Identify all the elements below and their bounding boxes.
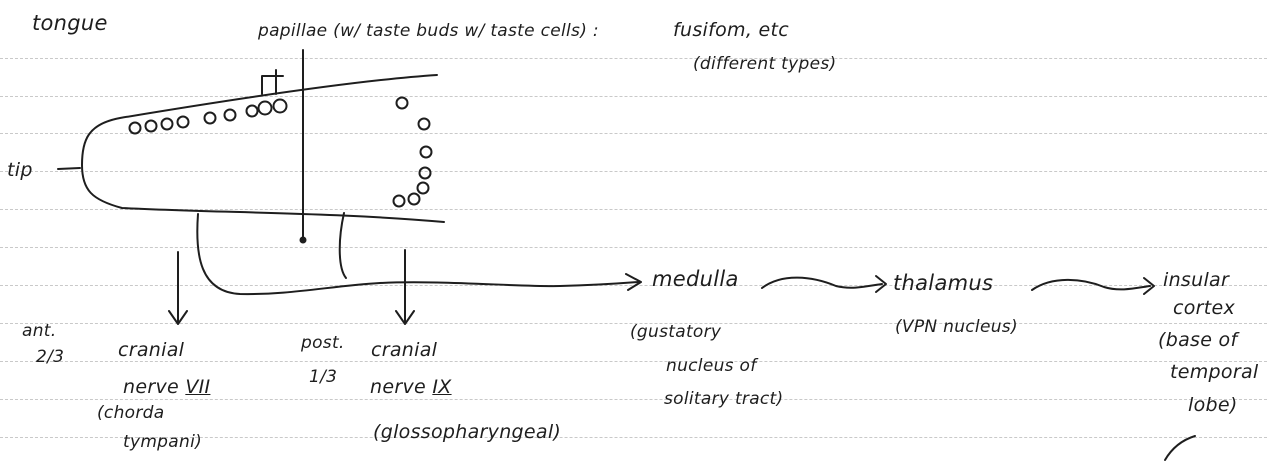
medulla-label: medulla xyxy=(652,267,739,291)
anterior-fraction-top: ant. xyxy=(22,321,57,341)
pen-mark xyxy=(1164,435,1196,461)
papilla-circle xyxy=(272,98,288,114)
papilla-circle xyxy=(418,166,432,180)
anterior-nerve-numeral: VII xyxy=(185,376,211,398)
anterior-nerve-line2: nerve VII xyxy=(123,377,210,398)
ruled-line xyxy=(0,209,1267,210)
anterior-nerve-prefix: nerve xyxy=(123,376,179,398)
arrow-thalamus-cortex xyxy=(1031,278,1151,291)
papilla-circle xyxy=(203,111,217,125)
cortex-label-1: insular xyxy=(1163,269,1230,291)
papilla-circle xyxy=(160,117,174,131)
papilla-circle xyxy=(128,121,142,135)
cortex-note-1: (base of xyxy=(1158,329,1238,351)
cortex-note-3: lobe) xyxy=(1188,394,1238,416)
divider-dot xyxy=(299,236,307,244)
papillae-types-note: (different types) xyxy=(693,54,837,74)
anterior-branch-line1: (chorda xyxy=(97,403,165,423)
papilla-circle xyxy=(144,119,158,133)
arrowhead xyxy=(875,275,887,293)
medulla-arrowhead xyxy=(625,273,642,291)
papilla-circle xyxy=(245,104,259,118)
posterior-nerve-numeral: IX xyxy=(432,376,452,398)
ruled-line xyxy=(0,247,1267,248)
cortex-note-2: temporal xyxy=(1170,361,1259,383)
ruled-line xyxy=(0,323,1267,324)
ruled-line xyxy=(0,96,1267,97)
ruled-line xyxy=(0,399,1267,400)
posterior-branch: (glossopharyngeal) xyxy=(373,421,562,443)
posterior-branch xyxy=(338,212,347,279)
arrow-medulla-thalamus xyxy=(761,276,883,289)
papilla-circle xyxy=(416,181,430,195)
tip-label: tip xyxy=(7,159,33,181)
papilla-pointer xyxy=(261,69,284,95)
medulla-note-1: (gustatory xyxy=(630,322,722,342)
posterior-fraction-bottom: 1/3 xyxy=(309,367,338,387)
medulla-note-2: nucleus of xyxy=(666,356,757,376)
papilla-circle xyxy=(392,194,406,208)
papilla-circle xyxy=(395,96,409,110)
anterior-nerve-line1: cranial xyxy=(118,339,185,361)
thalamus-note: (VPN nucleus) xyxy=(895,317,1018,337)
anterior-branch-line2: tympani) xyxy=(123,432,203,452)
ruled-line xyxy=(0,437,1267,438)
thalamus-label: thalamus xyxy=(893,271,994,295)
posterior-nerve-line2: nerve IX xyxy=(370,377,452,398)
tip-arrow xyxy=(57,167,81,170)
nerve-pathway-curve xyxy=(196,213,639,296)
papilla-circle xyxy=(223,108,237,122)
posterior-nerve-line1: cranial xyxy=(371,339,438,361)
title-tongue: tongue xyxy=(32,11,108,35)
posterior-nerve-prefix: nerve xyxy=(370,376,426,398)
tongue-outline xyxy=(81,74,445,223)
ruled-line xyxy=(0,361,1267,362)
posterior-fraction-top: post. xyxy=(301,333,345,353)
papilla-circle xyxy=(417,117,431,131)
ruled-line xyxy=(0,58,1267,59)
ruled-line xyxy=(0,133,1267,134)
ruled-line xyxy=(0,171,1267,172)
papilla-circle xyxy=(257,100,273,116)
papillae-label: papillae (w/ taste buds w/ taste cells) … xyxy=(258,21,599,41)
cortex-label-2: cortex xyxy=(1173,297,1236,319)
papilla-circle xyxy=(419,145,433,159)
papilla-circle xyxy=(407,192,421,206)
anterior-fraction-bottom: 2/3 xyxy=(36,347,65,367)
anterior-nerve-arrow xyxy=(168,251,188,325)
posterior-nerve-arrow xyxy=(395,249,415,325)
arrowhead xyxy=(1143,277,1155,295)
papilla-circle xyxy=(176,115,190,129)
medulla-note-3: solitary tract) xyxy=(664,389,784,409)
papillae-types: fusifom, etc xyxy=(673,19,789,41)
